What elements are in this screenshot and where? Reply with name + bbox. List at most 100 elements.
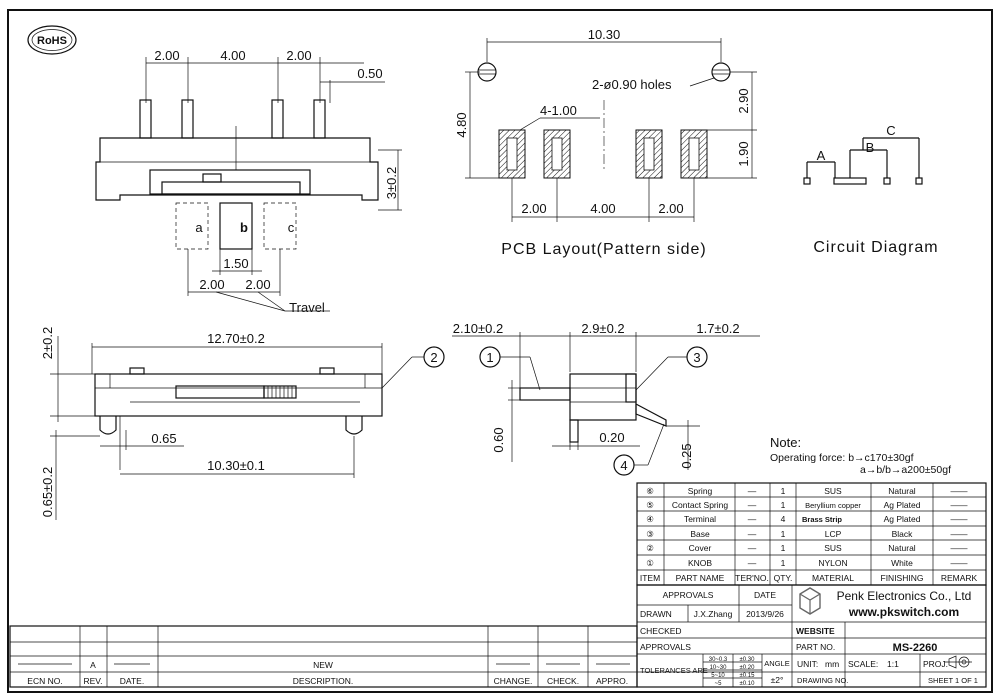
- bom-header-cell: TER'NO.: [735, 573, 769, 583]
- part-number: MS-2260: [893, 642, 938, 654]
- bom-cell: ②: [646, 543, 654, 553]
- travel-label: Travel: [289, 300, 325, 315]
- bom-cell: ③: [646, 529, 654, 539]
- bom-cell: Spring: [688, 486, 713, 496]
- bom-cell: —: [748, 514, 757, 524]
- bom-cell: —: [748, 543, 757, 553]
- bom-cell: White: [891, 558, 913, 568]
- bom-cell: ——: [951, 558, 969, 568]
- bom-row: ③ Base — 1 LCP Black ——: [646, 529, 968, 539]
- circuit-caption: Circuit Diagram: [813, 239, 938, 256]
- bom-cell: Brass Strip: [802, 515, 842, 524]
- tol-value-1: ±0.30: [740, 657, 756, 663]
- bom-cell: —: [748, 529, 757, 539]
- bom-row: ② Cover — 1 SUS Natural ——: [646, 543, 968, 553]
- bom-cell: Beryllium copper: [805, 501, 861, 510]
- bom-cell: KNOB: [688, 558, 712, 568]
- top-view: 2.00 4.00 2.00 0.50 3±0.2 a b c 1.50: [95, 48, 402, 315]
- bom-row: ⑥ Spring — 1 SUS Natural ——: [646, 486, 968, 496]
- front-dim-0-65-tol: 0.65±0.2: [40, 467, 55, 518]
- bom-cell: 1: [781, 558, 786, 568]
- bom-cell: LCP: [825, 529, 842, 539]
- dim-top-3: 2.00: [286, 48, 311, 63]
- approvals-label: APPROVALS: [640, 642, 691, 652]
- front-dim-width: 12.70±0.2: [207, 331, 265, 346]
- bom-cell: ——: [951, 514, 969, 524]
- part-no-label: PART NO.: [796, 642, 835, 652]
- pcb-dim-1-90: 1.90: [736, 141, 751, 166]
- date-header: DATE: [754, 590, 776, 600]
- bom-cell: 1: [781, 500, 786, 510]
- tol-range-4: ~5: [715, 681, 723, 687]
- bom-cell: Natural: [888, 486, 916, 496]
- drawn-by: J.X.Zhang: [694, 609, 733, 619]
- tol-range-2: 10~30: [710, 665, 728, 671]
- bom-cell: ——: [951, 543, 969, 553]
- bom-cell: ——: [951, 486, 969, 496]
- callout-knob: 1: [486, 350, 493, 365]
- side-view: 2.10±0.2 2.9±0.2 1.7±0.2 1 3 0.60 0.20: [452, 321, 760, 476]
- pcb-caption: PCB Layout(Pattern side): [501, 241, 706, 258]
- side-dim-0-60: 0.60: [491, 427, 506, 452]
- front-view: 2±0.2 12.70±0.2 2: [40, 327, 445, 520]
- bom-row: ⑤ Contact Spring — 1 Beryllium copper Ag…: [646, 500, 968, 510]
- approvals-header: APPROVALS: [663, 590, 714, 600]
- note-line-1: Operating force: b→c170±30gf: [770, 452, 914, 464]
- bom-cell: NYLON: [818, 558, 847, 568]
- dim-knob-width: 1.50: [223, 256, 248, 271]
- bom-cell: 4: [781, 514, 786, 524]
- bom-row: ① KNOB — 1 NYLON White ——: [646, 558, 968, 568]
- tol-value-3: ±0.15: [740, 673, 756, 679]
- terminal-c: c: [288, 220, 295, 235]
- bom-header-cell: REMARK: [941, 573, 978, 583]
- pcb-holes-label: 2-ø0.90 holes: [592, 77, 672, 92]
- company-website: www.pkswitch.com: [848, 605, 959, 619]
- dim-top-1: 2.00: [154, 48, 179, 63]
- circuit-label-a: A: [817, 148, 826, 163]
- circuit-diagram: A B C Circuit Diagram: [803, 123, 938, 256]
- circuit-label-b: B: [866, 140, 875, 155]
- bom-cell: —: [748, 500, 757, 510]
- pcb-dim-bottom-1: 2.00: [521, 201, 546, 216]
- note-title: Note:: [770, 435, 801, 450]
- bom-cell: Contact Spring: [672, 500, 728, 510]
- side-dim-0-25: 0.25: [679, 443, 694, 468]
- bom-cell: Ag Plated: [884, 500, 921, 510]
- pcb-dim-2-90: 2.90: [736, 88, 751, 113]
- rev-header-appro: APPRO.: [596, 676, 628, 686]
- scale-label: SCALE:: [848, 659, 878, 669]
- bom-header-cell: ITEM: [640, 573, 660, 583]
- note-line-2: a→b/b→a200±50gf: [860, 464, 951, 476]
- side-dim-2-10: 2.10±0.2: [453, 321, 504, 336]
- front-dim-2: 2±0.2: [40, 327, 55, 359]
- spring: [263, 385, 297, 399]
- bom-header-cell: MATERIAL: [812, 573, 854, 583]
- unit-value: mm: [825, 659, 839, 669]
- dim-top-2: 4.00: [220, 48, 245, 63]
- front-dim-10-30: 10.30±0.1: [207, 458, 265, 473]
- unit-label: UNIT:: [797, 659, 818, 669]
- dim-travel-2: 2.00: [245, 277, 270, 292]
- note: Note: Operating force: b→c170±30gf a→b/b…: [770, 435, 951, 476]
- bom-cell: Terminal: [684, 514, 716, 524]
- bom-cell: —: [748, 558, 757, 568]
- projection-symbol-icon: [945, 655, 972, 669]
- website-label: WEBSITE: [796, 626, 835, 636]
- front-dim-0-65: 0.65: [151, 431, 176, 446]
- scale-value: 1:1: [887, 659, 899, 669]
- bom-cell: Black: [892, 529, 914, 539]
- tol-range-1: 30~0.3: [709, 657, 728, 663]
- dim-top-height: 3±0.2: [384, 167, 399, 199]
- company-logo-icon: [799, 587, 821, 615]
- rohs-logo: RoHS: [27, 25, 77, 55]
- rohs-text: RoHS: [37, 35, 67, 47]
- projection-label: PROJ.: [923, 659, 948, 669]
- callout-cover: 2: [430, 350, 437, 365]
- terminal-a: a: [195, 220, 203, 235]
- bom-cell: ①: [646, 558, 654, 568]
- pcb-dim-height: 4.80: [454, 112, 469, 137]
- bom-cell: Cover: [689, 543, 712, 553]
- angle-label: ANGLE: [764, 659, 789, 668]
- drawing-no-label: DRAWING NO.: [797, 676, 848, 685]
